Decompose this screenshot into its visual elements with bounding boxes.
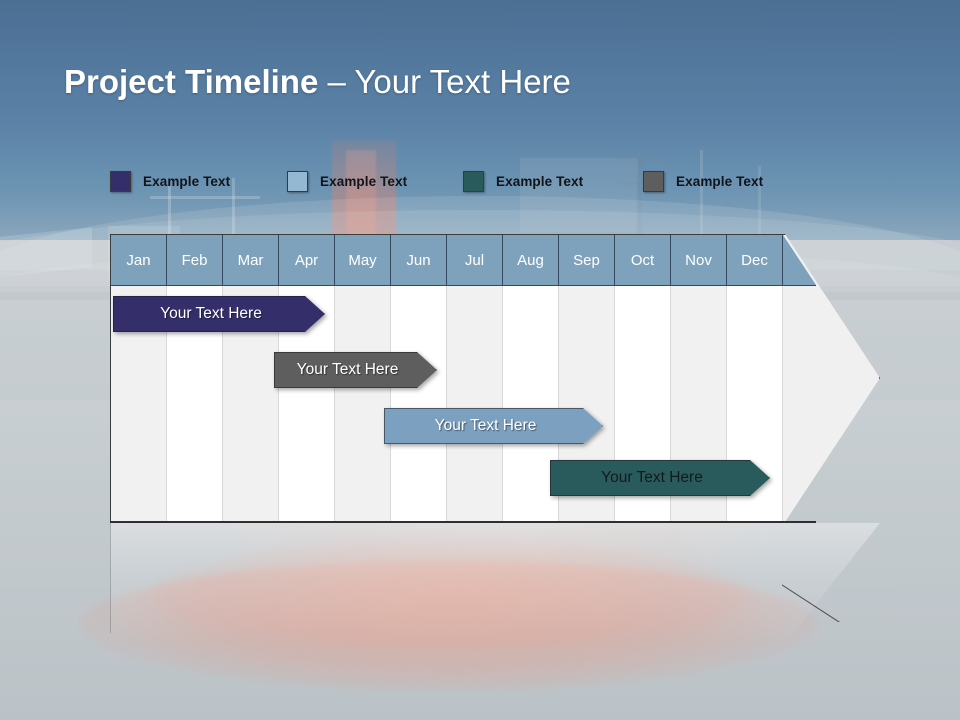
column-divider bbox=[782, 235, 783, 521]
task-bar-label-2: Your Text Here bbox=[296, 361, 399, 378]
column-divider bbox=[166, 235, 167, 521]
background-photo-tower-beam-upper bbox=[614, 158, 664, 161]
background-photo-tower-beam-lower bbox=[620, 182, 658, 185]
month-header-jan[interactable]: Jan bbox=[111, 235, 167, 285]
background-photo-mast-right-b bbox=[758, 166, 761, 260]
legend-item-4[interactable]: Example Text bbox=[643, 168, 763, 194]
legend: Example Text Example Text Example Text E… bbox=[110, 168, 810, 194]
month-header-dec[interactable]: Dec bbox=[727, 235, 783, 285]
month-header-aug[interactable]: Aug bbox=[503, 235, 559, 285]
task-bar-label-4: Your Text Here bbox=[601, 469, 703, 486]
column-divider bbox=[222, 235, 223, 521]
task-bar-shape-1 bbox=[113, 296, 325, 332]
legend-swatch-icon-2 bbox=[287, 170, 308, 192]
month-header-arrow-cap bbox=[783, 235, 816, 285]
background-photo-cabin bbox=[520, 158, 638, 232]
month-header-baseline bbox=[111, 285, 816, 286]
task-bar-4[interactable]: Your Text Here bbox=[550, 460, 770, 496]
chart-reflection bbox=[110, 523, 880, 643]
column-divider bbox=[726, 235, 727, 521]
task-bar-1[interactable]: Your Text Here bbox=[113, 296, 325, 332]
legend-label-1: Example Text bbox=[143, 173, 231, 189]
task-bar-2[interactable]: Your Text Here bbox=[274, 352, 437, 388]
task-bar-label-3: Your Text Here bbox=[434, 417, 537, 434]
month-header-jun[interactable]: Jun bbox=[391, 235, 447, 285]
background-photo-rail-upper bbox=[150, 196, 260, 199]
legend-label-2: Example Text bbox=[320, 173, 408, 189]
month-header-apr[interactable]: Apr bbox=[279, 235, 335, 285]
month-header-jul[interactable]: Jul bbox=[447, 235, 503, 285]
month-header-nov[interactable]: Nov bbox=[671, 235, 727, 285]
task-bar-shape-4 bbox=[550, 460, 770, 496]
legend-swatch-icon-1 bbox=[110, 170, 131, 192]
task-bar-shape-2 bbox=[274, 352, 437, 388]
slide-title: Project Timeline – Your Text Here bbox=[64, 60, 884, 104]
column-divider bbox=[446, 235, 447, 521]
legend-swatch-icon-4 bbox=[643, 170, 664, 192]
background-photo-tower bbox=[636, 150, 642, 256]
slide-title-bold: Project Timeline bbox=[64, 63, 319, 100]
task-bar-shape-3 bbox=[384, 408, 603, 444]
month-header-may[interactable]: May bbox=[335, 235, 391, 285]
column-divider bbox=[614, 235, 615, 521]
legend-swatch-icon-3 bbox=[463, 170, 484, 192]
column-divider bbox=[670, 235, 671, 521]
month-header-sep[interactable]: Sep bbox=[559, 235, 615, 285]
month-header-mar[interactable]: Mar bbox=[223, 235, 279, 285]
legend-item-1[interactable]: Example Text bbox=[110, 168, 230, 194]
task-bar-label-1: Your Text Here bbox=[160, 305, 262, 322]
month-header-feb[interactable]: Feb bbox=[167, 235, 223, 285]
background-photo-mast-right-a bbox=[700, 150, 703, 260]
legend-item-3[interactable]: Example Text bbox=[463, 168, 583, 194]
legend-label-4: Example Text bbox=[676, 173, 764, 189]
task-bar-3[interactable]: Your Text Here bbox=[384, 408, 603, 444]
slide-title-rest: – Your Text Here bbox=[318, 63, 571, 100]
column-divider bbox=[502, 235, 503, 521]
chart-reflection-left-edge bbox=[110, 523, 111, 633]
column-divider bbox=[558, 235, 559, 521]
month-header-oct[interactable]: Oct bbox=[615, 235, 671, 285]
legend-item-2[interactable]: Example Text bbox=[287, 168, 407, 194]
chart-base-line bbox=[110, 521, 816, 523]
legend-label-3: Example Text bbox=[496, 173, 584, 189]
